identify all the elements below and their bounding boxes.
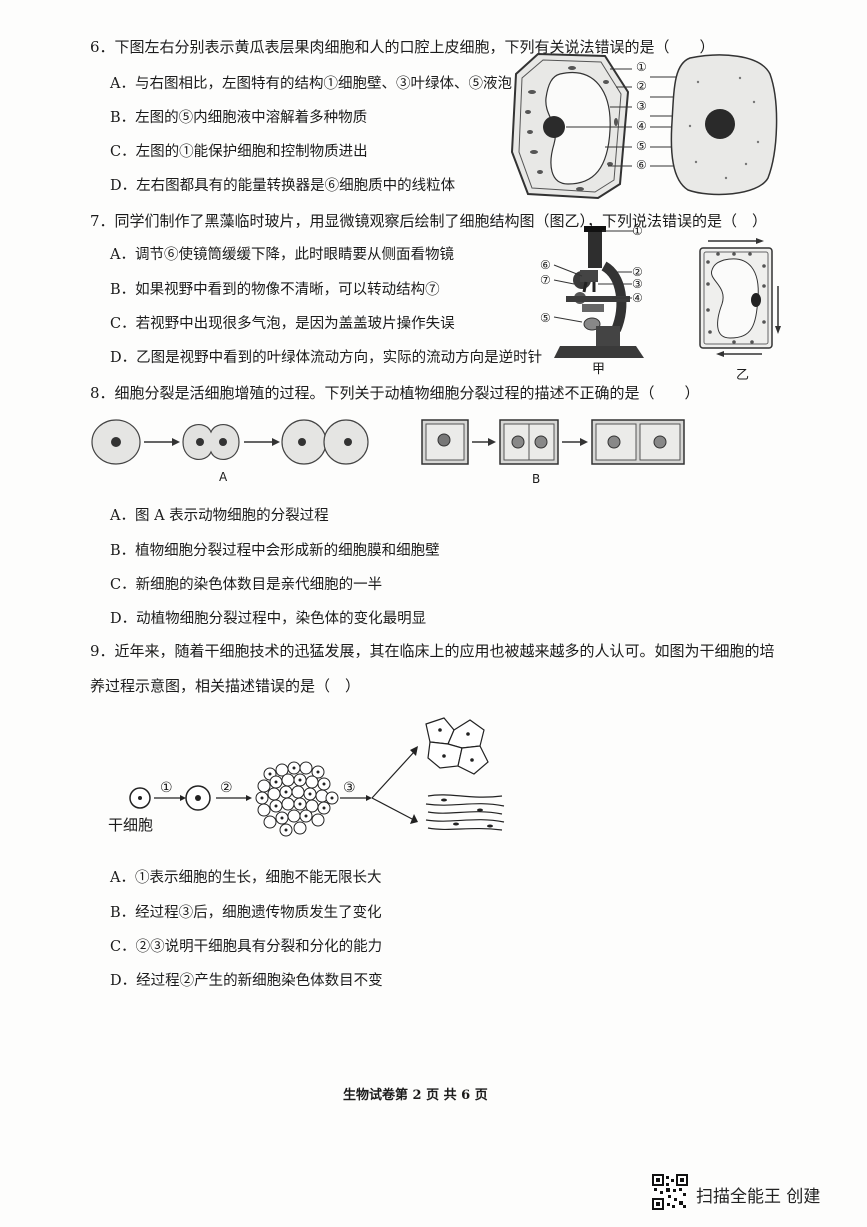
microscope-figure [553,226,644,358]
q6-option-d: D．左右图都具有的能量转换器是⑥细胞质中的线粒体 [110,178,456,194]
q9-stem-line-1: 9．近年来，随着干细胞技术的迅猛发展，其在临床上的应用也被越来越多的人认可。如图… [90,642,775,660]
q9-option-d: D．经过程②产生的新细胞染色体数目不变 [110,973,383,989]
q6-option-b: B．左图的⑤内细胞液中溶解着多种物质 [110,110,368,126]
q6-option-a: A．与右图相比，左图特有的结构①细胞壁、③叶绿体、⑤液泡 [110,76,512,92]
scanner-watermark: 扫描全能王 创建 [696,1187,821,1207]
q6-marker-4: ④ [636,119,647,133]
step-3-label: ③ [343,780,356,796]
plant-cell-figure [510,52,632,200]
scope-marker-6: ⑥ [540,258,551,272]
scope-marker-7: ⑦ [540,273,551,287]
q9-option-c: C．②③说明干细胞具有分裂和分化的能力 [110,939,383,955]
q6-stem: 6．下图左右分别表示黄瓜表层果肉细胞和人的口腔上皮细胞，下列有关说法错误的是（ … [90,38,715,56]
cell-cluster [255,761,339,837]
scope-marker-5: ⑤ [540,311,551,325]
q7-option-b: B．如果视野中看到的物像不清晰，可以转动结构⑦ [110,282,440,298]
q6-marker-1: ① [636,60,647,74]
figure-jia-label: 甲 [592,362,606,377]
scope-marker-3: ③ [632,277,643,291]
stem-cell-process-figure [129,717,505,837]
page-footer: 生物试卷第 2 页 共 6 页 [343,1088,488,1103]
step-1-label: ① [160,780,173,796]
q8-option-a: A．图 A 表示动物细胞的分裂过程 [110,508,329,524]
stem-cell-label: 干细胞 [108,816,154,834]
animal-cell-figure [650,54,778,196]
qr-code-icon [652,1174,688,1210]
scope-marker-1: ① [632,224,643,238]
animal-division-figure [91,419,369,465]
q8-stem: 8．细胞分裂是活细胞增殖的过程。下列关于动植物细胞分裂过程的描述不正确的是（ ） [90,384,700,402]
q9-stem-line-2: 养过程示意图，相关描述错误的是（ ） [90,677,361,695]
q7-option-a: A．调节⑥使镜筒缓缓下降，此时眼睛要从侧面看物镜 [110,247,454,263]
q8-option-c: C．新细胞的染色体数目是亲代细胞的一半 [110,577,383,593]
step-2-label: ② [220,780,233,796]
q9-option-a: A．①表示细胞的生长，细胞不能无限长大 [110,870,382,886]
scope-marker-2: ② [632,265,643,279]
q8-option-d: D．动植物细胞分裂过程中，染色体的变化最明显 [110,611,427,627]
elodea-cell-figure [699,238,781,357]
q7-option-c: C．若视野中出现很多气泡，是因为盖盖玻片操作失误 [110,316,455,332]
q6-marker-6: ⑥ [636,158,647,172]
q6-marker-3: ③ [636,99,647,113]
figure-b-label: B [532,472,541,486]
figure-a-label: A [219,470,228,484]
plant-division-figure [421,419,685,465]
scope-marker-4: ④ [632,291,643,305]
q6-marker-5: ⑤ [636,139,647,153]
figure-yi-label: 乙 [736,368,750,383]
q7-option-d: D．乙图是视野中看到的叶绿体流动方向，实际的流动方向是逆时针 [110,350,543,366]
q9-option-b: B．经过程③后，细胞遗传物质发生了变化 [110,905,382,921]
q8-option-b: B．植物细胞分裂过程中会形成新的细胞膜和细胞壁 [110,543,440,559]
q6-option-c: C．左图的①能保护细胞和控制物质进出 [110,144,368,160]
q6-marker-2: ② [636,79,647,93]
q7-stem: 7．同学们制作了黑藻临时玻片，用显微镜观察后绘制了细胞结构图（图乙），下列说法错… [90,212,768,230]
